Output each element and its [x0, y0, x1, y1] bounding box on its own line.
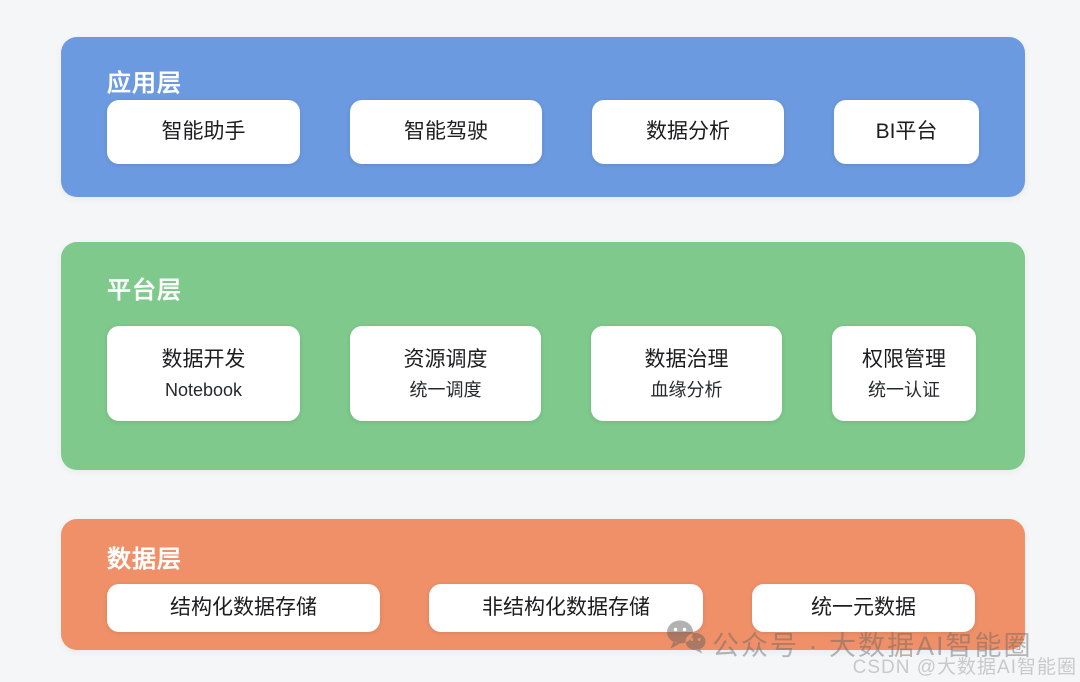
component-box: 权限管理 统一认证: [832, 326, 976, 421]
component-label: 数据分析: [646, 120, 730, 144]
component-box: 数据分析: [592, 100, 784, 164]
watermark-text: 公众号 · 大数据AI智能圈: [712, 631, 1033, 661]
component-label: 数据开发: [161, 348, 246, 372]
component-label: 权限管理: [862, 348, 946, 372]
wechat-icon: [667, 620, 706, 654]
layer-application-title: 应用层: [107, 70, 182, 97]
layer-data: 数据层 结构化数据存储 非结构化数据存储 统一元数据: [61, 519, 1025, 650]
layer-data-title: 数据层: [107, 546, 182, 573]
component-sublabel: 血缘分析: [650, 379, 723, 400]
component-box: 数据治理 血缘分析: [591, 326, 782, 421]
component-label: 智能助手: [161, 120, 246, 144]
csdn-watermark-text: CSDN @大数据AI智能圈: [852, 657, 1077, 678]
component-sublabel: 统一调度: [409, 379, 482, 400]
component-box: 统一元数据: [752, 584, 975, 632]
component-box: 资源调度 统一调度: [350, 326, 541, 421]
layer-platform-boxes: 数据开发 Notebook 资源调度 统一调度 数据治理 血缘分析 权限管理 统…: [107, 326, 976, 421]
component-label: 结构化数据存储: [170, 596, 317, 620]
component-label: 智能驾驶: [404, 120, 488, 144]
component-box: BI平台: [834, 100, 979, 164]
layer-data-boxes: 结构化数据存储 非结构化数据存储 统一元数据: [107, 584, 975, 632]
component-label: 数据治理: [644, 348, 729, 372]
layer-application: 应用层 智能助手 智能驾驶 数据分析 BI平台: [61, 37, 1025, 197]
component-label: 非结构化数据存储: [482, 596, 650, 620]
component-sublabel: Notebook: [164, 379, 243, 400]
layer-application-boxes: 智能助手 智能驾驶 数据分析 BI平台: [107, 100, 979, 164]
component-sublabel: 统一认证: [868, 379, 940, 400]
component-label: BI平台: [875, 120, 938, 144]
component-label: 统一元数据: [811, 596, 916, 620]
component-box: 数据开发 Notebook: [107, 326, 300, 421]
component-box: 智能助手: [107, 100, 300, 164]
layer-platform: 平台层 数据开发 Notebook 资源调度 统一调度 数据治理 血缘分析 权限…: [61, 242, 1025, 470]
component-label: 资源调度: [403, 348, 488, 372]
layer-platform-title: 平台层: [107, 277, 182, 304]
component-box: 非结构化数据存储: [429, 584, 703, 632]
component-box: 结构化数据存储: [107, 584, 380, 632]
component-box: 智能驾驶: [350, 100, 542, 164]
